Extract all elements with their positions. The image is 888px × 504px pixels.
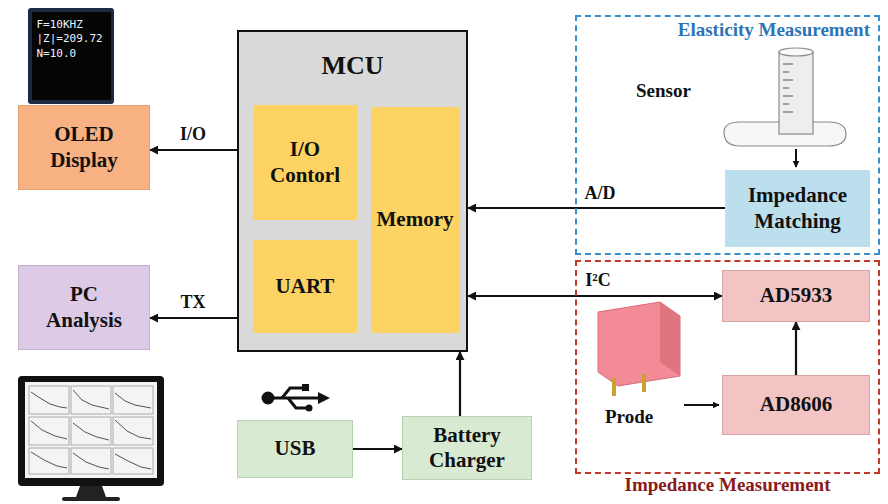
monitor-frame <box>18 376 164 486</box>
sensor-cap <box>779 48 813 56</box>
monitor-screen <box>25 382 157 478</box>
block-title: Elasticity Measurement <box>678 19 870 42</box>
power-box: USB <box>237 420 353 478</box>
curve <box>115 420 151 439</box>
probe-arrow <box>684 404 719 406</box>
usb-head <box>318 392 330 404</box>
chart-cell <box>71 417 111 445</box>
memory-block: Memory <box>371 107 460 333</box>
sensor-scale <box>783 64 793 112</box>
connector <box>353 448 402 450</box>
screen-curves <box>31 390 151 469</box>
node-label: OLED Display <box>32 122 137 172</box>
probe-pin <box>612 378 616 396</box>
node-label: AD5933 <box>760 283 832 308</box>
probe-pin <box>642 374 646 392</box>
chart-cell <box>29 448 69 474</box>
node-label: AD8606 <box>760 392 832 417</box>
function-block: UART <box>253 240 357 333</box>
signal-label: I/O <box>178 124 208 146</box>
power-box: Battery Charger <box>402 416 532 480</box>
chip-block: AD8606 <box>722 375 870 435</box>
usb-stem <box>270 397 318 400</box>
node-label: USB <box>275 436 316 461</box>
display-screen: F=10KHZ|Z|=209.72N=10.0 <box>32 12 111 100</box>
tick <box>783 72 789 73</box>
curve <box>73 423 109 440</box>
chart-cell <box>71 386 111 414</box>
tick <box>783 104 789 105</box>
sensor-barrel <box>779 52 813 134</box>
signal-label: TX <box>178 292 207 314</box>
oled-module <box>28 8 114 104</box>
connector <box>459 352 461 416</box>
usb-symbol <box>263 384 330 412</box>
function-block: I/O Contorl <box>253 105 357 220</box>
signal-label: A/D <box>583 183 618 205</box>
chart-cell <box>113 386 153 414</box>
probe-illustration <box>598 302 719 405</box>
sensor-illustration <box>724 48 846 167</box>
tick <box>783 112 793 113</box>
curve <box>31 452 67 468</box>
block-title: MCU <box>321 50 383 81</box>
usb-branch <box>282 388 302 398</box>
curve <box>31 421 67 439</box>
monitor-stand <box>76 486 106 497</box>
usb-branch <box>288 398 306 408</box>
connector <box>150 317 237 319</box>
screen-reading: N=10.0 <box>37 47 77 61</box>
chip-block: AD5933 <box>722 270 870 322</box>
curve <box>115 454 151 469</box>
tick <box>783 88 789 89</box>
usb-square <box>302 384 309 391</box>
chart-cell <box>29 417 69 445</box>
chart-cell <box>71 448 111 474</box>
connector <box>468 207 725 209</box>
chart-cell <box>113 417 153 445</box>
connector <box>795 322 797 375</box>
measurement-region: Impedance MeasurementAD5933AD8606 <box>575 260 880 474</box>
curve <box>115 393 151 408</box>
connector <box>150 149 237 151</box>
monitor-base <box>62 497 120 501</box>
usb-circle <box>306 405 313 412</box>
screen-grid <box>29 386 153 474</box>
mcu-block: MCU I/O ContorlMemoryUART <box>237 30 468 352</box>
circuit-block: Impedance Matching <box>725 170 870 247</box>
curve <box>31 392 67 408</box>
chart-cell <box>113 448 153 474</box>
part-label: Sensor <box>634 80 693 103</box>
tick <box>783 80 793 81</box>
node-label: I/O Contorl <box>260 137 350 187</box>
tick <box>783 96 793 97</box>
node-label: Memory <box>377 207 454 232</box>
probe-body <box>598 302 680 386</box>
sensor-arrow <box>795 149 797 167</box>
connector <box>468 295 722 297</box>
block-title: Impedance Measurement <box>577 474 878 497</box>
probe-side <box>660 302 680 376</box>
measurement-region: Elasticity MeasurementImpedance Matching <box>575 15 880 255</box>
curve <box>73 390 109 409</box>
node-label: Battery Charger <box>412 423 522 473</box>
output-box: PC Analysis <box>18 265 150 350</box>
tick <box>783 64 793 65</box>
curve <box>73 453 109 469</box>
node-label: Impedance Matching <box>733 183 863 233</box>
chart-cell <box>29 386 69 414</box>
node-label: PC Analysis <box>37 282 132 332</box>
output-box: OLED Display <box>18 105 150 190</box>
monitor-illustration <box>18 376 164 501</box>
screen-reading: F=10KHZ <box>37 18 83 32</box>
screen-reading: |Z|=209.72 <box>37 32 103 46</box>
node-label: UART <box>276 274 335 299</box>
signal-label: I²C <box>583 270 612 292</box>
part-label: Prode <box>603 406 655 429</box>
